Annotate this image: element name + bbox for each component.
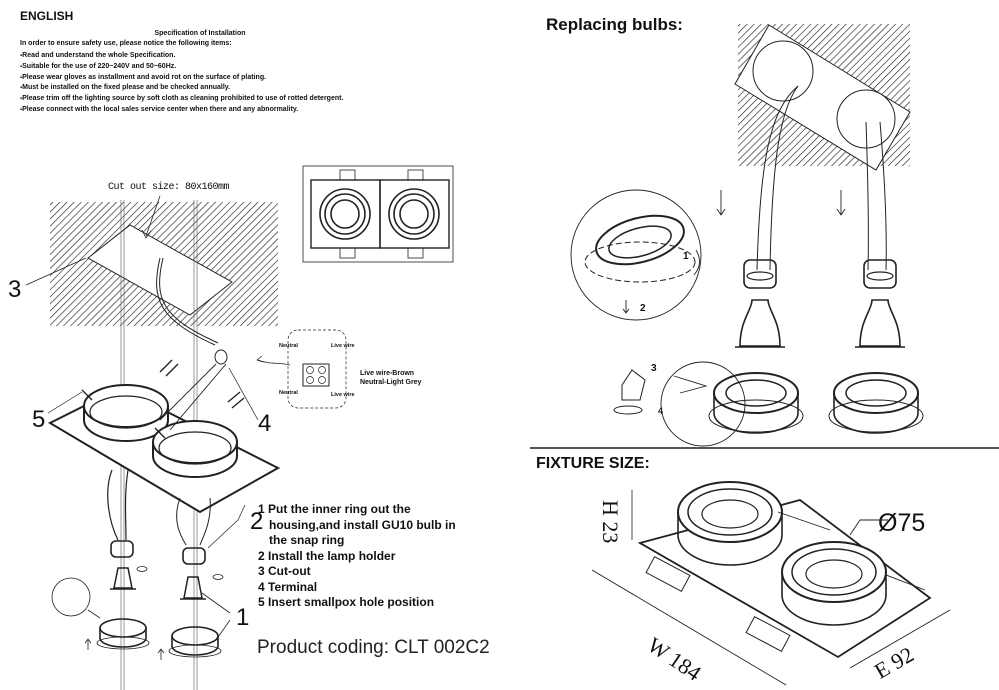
replace-step-2: 2: [640, 303, 646, 314]
specification-item: Please wear gloves as installment and av…: [20, 73, 343, 84]
step-item: 5 Insert smallpox hole position: [258, 595, 435, 609]
section-divider: [530, 447, 999, 449]
step-item: housing,and install GU10 bulb in: [269, 517, 456, 532]
wiring-live-top: Live wire: [331, 343, 355, 349]
wire-legend-neutral: Neutral-Light Grey: [360, 379, 422, 386]
fixture-size-title: FIXTURE SIZE:: [536, 455, 650, 472]
installation-steps: 1 Put the inner ring out the housing,and…: [258, 502, 456, 611]
terminal-wiring-diagram: [256, 329, 347, 409]
wiring-neutral-top: Neutral: [279, 343, 298, 349]
wire-legend-live: Live wire-Brown: [360, 370, 415, 377]
specification-item: Please trim off the lighting source by s…: [20, 94, 343, 105]
wire-color-legend: Live wire-Brown Neutral-Light Grey: [360, 369, 421, 387]
product-coding: Product coding: CLT 002C2: [257, 637, 490, 658]
callout-2: 2: [250, 508, 264, 535]
language-heading: ENGLISH: [20, 9, 74, 23]
specification-item: Please connect with the local sales serv…: [20, 105, 343, 116]
wiring-live-bottom: Live wire: [331, 392, 355, 398]
step-item: 1 Put the inner ring out the: [258, 502, 411, 516]
step-item: the snap ring: [269, 533, 345, 547]
specification-item: Suitable for the use of 220~240V and 50~…: [20, 62, 343, 73]
specification-intro: In order to ensure safety use, please no…: [20, 40, 232, 47]
callout-1: 1: [236, 604, 250, 631]
specification-title: Specification of Installation: [154, 30, 246, 37]
step-item: 2 Install the lamp holder: [258, 548, 396, 563]
dimension-diameter: Ø75: [878, 509, 926, 537]
replace-step-4: 4: [658, 406, 664, 416]
callout-3: 3: [8, 276, 22, 303]
step-item: 3 Cut-out: [258, 564, 311, 578]
step-item: 4 Terminal: [258, 579, 318, 594]
callout-5: 5: [32, 406, 46, 433]
wiring-neutral-bottom: Neutral: [279, 390, 298, 396]
callout-4: 4: [258, 410, 272, 437]
fixture-size-drawing: [591, 481, 951, 686]
ceiling-cutout-drawing: [25, 195, 278, 690]
replace-step-1: 1: [683, 251, 689, 262]
specification-item: Must be installed on the fixed please an…: [20, 83, 343, 94]
replacing-bulbs-drawing: [570, 24, 924, 447]
fixture-top-view: [302, 165, 454, 263]
replacing-bulbs-title: Replacing bulbs:: [546, 15, 683, 34]
cutout-size-label: Cut out size: 80x160mm: [108, 182, 230, 193]
specification-item: Read and understand the whole Specificat…: [20, 51, 343, 62]
fixture-install-drawing: [47, 349, 281, 660]
specification-list: Read and understand the whole Specificat…: [20, 51, 343, 116]
replace-step-3: 3: [651, 363, 657, 374]
